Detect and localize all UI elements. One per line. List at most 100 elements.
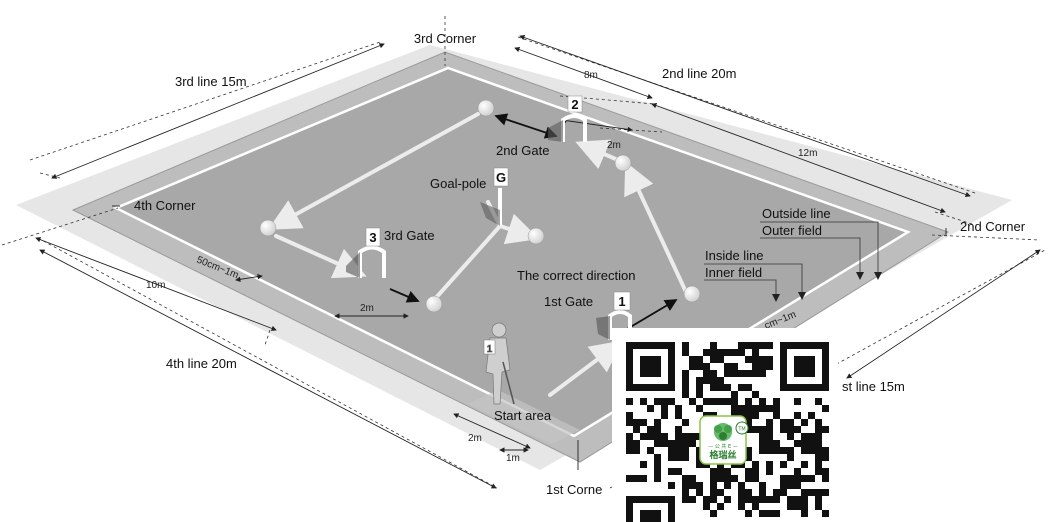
qr-module	[640, 356, 661, 377]
qr-module	[745, 496, 752, 503]
qr-module	[703, 363, 710, 370]
qr-module	[654, 419, 661, 426]
balls	[259, 99, 701, 313]
qr-module	[731, 370, 738, 377]
outer-field-label: Outer field	[762, 223, 822, 238]
ball	[683, 285, 701, 303]
qr-module	[696, 384, 703, 391]
qr-module	[745, 370, 752, 377]
qr-module	[640, 510, 661, 522]
qr-module	[640, 475, 647, 482]
qr-module	[808, 440, 815, 447]
qr-module	[801, 496, 808, 503]
qr-module	[647, 426, 654, 433]
qr-module	[654, 398, 661, 405]
qr-module	[815, 461, 822, 468]
gate-3: 3	[346, 227, 386, 278]
ball	[477, 99, 495, 117]
qr-module	[738, 503, 745, 510]
qr-module	[787, 454, 794, 461]
gate-1-label: 1st Gate	[544, 294, 593, 309]
qr-module	[682, 342, 689, 349]
qr-module	[724, 349, 731, 356]
qr-module	[675, 426, 682, 433]
qr-module	[752, 342, 759, 349]
qr-module	[794, 503, 801, 510]
qr-module	[752, 461, 759, 468]
qr-module	[731, 363, 738, 370]
qr-module	[654, 426, 661, 433]
qr-module	[752, 426, 759, 433]
qr-module	[738, 496, 745, 503]
qr-module	[654, 468, 661, 475]
qr-module	[822, 447, 829, 454]
dim-left-10m: 10m	[146, 280, 165, 291]
qr-module	[752, 475, 759, 482]
qr-module	[654, 433, 661, 440]
qr-module	[815, 440, 822, 447]
qr-module	[717, 377, 724, 384]
qr-module	[815, 496, 822, 503]
qr-logo-small-text: — 公 共 E —	[708, 443, 738, 450]
qr-module	[787, 503, 794, 510]
qr-module	[766, 461, 773, 468]
qr-module	[808, 475, 815, 482]
qr-module	[717, 356, 724, 363]
qr-module	[738, 489, 745, 496]
gate-1: 1	[596, 291, 632, 340]
qr-module	[689, 356, 696, 363]
qr-module	[738, 384, 745, 391]
qr-module	[752, 391, 759, 398]
dim-start-2m: 2m	[468, 433, 482, 444]
qr-module	[626, 398, 633, 405]
qr-module	[766, 433, 773, 440]
qr-module	[794, 398, 801, 405]
qr-module	[808, 433, 815, 440]
qr-module	[668, 398, 675, 405]
qr-module	[710, 349, 717, 356]
qr-module	[640, 419, 647, 426]
qr-module	[689, 363, 696, 370]
qr-module	[794, 468, 801, 475]
qr-module	[787, 496, 794, 503]
qr-module	[773, 447, 780, 454]
qr-module	[759, 363, 766, 370]
qr-module	[759, 510, 766, 517]
qr-module	[801, 419, 808, 426]
qr-module	[703, 503, 710, 510]
qr-module	[745, 454, 752, 461]
goal-pole: G	[480, 167, 509, 226]
qr-module	[759, 356, 766, 363]
qr-module	[759, 370, 766, 377]
qr-module	[794, 482, 801, 489]
qr-module	[717, 475, 724, 482]
qr-module	[703, 349, 710, 356]
qr-module	[759, 433, 766, 440]
qr-module	[815, 419, 822, 426]
qr-module	[675, 468, 682, 475]
qr-module	[731, 475, 738, 482]
qr-module	[766, 342, 773, 349]
qr-module	[738, 349, 745, 356]
qr-module	[815, 489, 822, 496]
qr-module	[661, 412, 668, 419]
qr-module	[752, 356, 759, 363]
qr-module	[724, 363, 731, 370]
qr-module	[787, 419, 794, 426]
qr-module	[787, 482, 794, 489]
dim-right-12m: 12m	[798, 148, 817, 159]
qr-module	[633, 447, 640, 454]
qr-module	[773, 412, 780, 419]
qr-module	[682, 433, 689, 440]
qr-module	[724, 496, 731, 503]
qr-module	[717, 349, 724, 356]
qr-module	[801, 447, 808, 454]
qr-module	[787, 433, 794, 440]
qr-module	[654, 475, 661, 482]
qr-module	[752, 496, 759, 503]
qr-module	[682, 349, 689, 356]
qr-module	[710, 370, 717, 377]
qr-module	[815, 468, 822, 475]
qr-module	[626, 433, 633, 440]
qr-module	[752, 468, 759, 475]
